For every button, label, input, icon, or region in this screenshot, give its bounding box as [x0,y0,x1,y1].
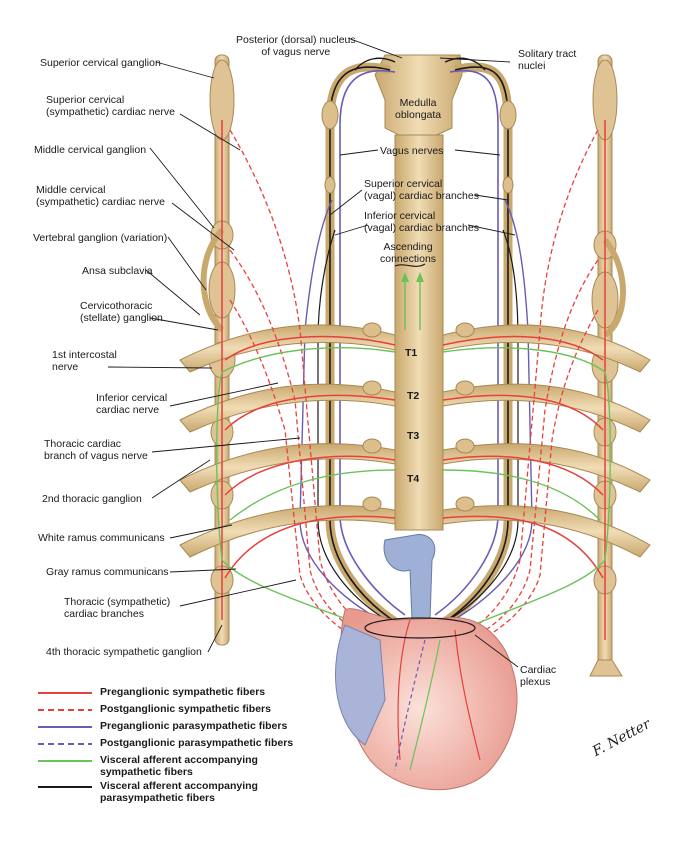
label-superior-cervical-vagal: Superior cervical (vagal) cardiac branch… [364,178,479,202]
label-middle-cervical-ganglion: Middle cervical ganglion [34,144,147,156]
label-cardiac-plexus: Cardiac plexus [520,664,557,688]
label-thoracic-cardiac-branch-vagus: Thoracic cardiac branch of vagus nerve [44,438,148,462]
label-vertebral-ganglion: Vertebral ganglion (variation) [33,232,168,244]
legend-swatch-postganglionic-sympathetic [38,709,92,711]
label-superior-cervical-ganglion: Superior cervical ganglion [40,57,161,69]
label-vagus-nerves: Vagus nerves [380,145,444,157]
label-superior-cervical-cardiac-nerve: Superior cervical (sympathetic) cardiac … [46,94,175,118]
legend-item: Postganglionic sympathetic fibers [38,703,338,720]
leader-lines [107,37,519,668]
visceral-afferent-sympathetic [216,280,611,641]
label-fourth-thoracic-ganglion: 4th thoracic sympathetic ganglion [46,646,202,658]
legend-swatch-visceral-afferent-parasympathetic [38,786,92,788]
label-inferior-cervical-vagal: Inferior cervical (vagal) cardiac branch… [364,210,479,234]
legend-label: Preganglionic parasympathetic fibers [100,720,288,732]
heart [335,534,518,791]
label-t1: T1 [405,347,418,359]
legend-item: Postganglionic parasympathetic fibers [38,737,338,754]
spinal-ganglia [362,322,475,512]
spinal-cord [374,54,463,531]
label-thoracic-sympathetic-branches: Thoracic (sympathetic) cardiac branches [64,596,171,620]
legend-swatch-preganglionic-sympathetic [38,692,92,694]
ascending-arrows [401,272,424,282]
label-ascending-connections: Ascending connections [380,241,437,265]
label-cervicothoracic-ganglion: Cervicothoracic (stellate) ganglion [80,300,163,324]
label-gray-ramus: Gray ramus communicans [46,566,169,578]
label-white-ramus: White ramus communicans [38,532,165,544]
left-sympathetic-trunk [200,54,236,646]
vagus-ganglia [321,100,517,194]
preganglionic-sympathetic-fibers [221,120,606,640]
legend-item: Visceral afferent accompanying parasympa… [38,780,338,806]
label-t4: T4 [407,473,420,485]
label-middle-cervical-cardiac-nerve: Middle cervical (sympathetic) cardiac ne… [36,184,165,208]
label-solitary-tract: Solitary tract nuclei [518,48,577,72]
legend-label: Visceral afferent accompanying parasympa… [100,780,258,804]
label-second-thoracic-ganglion: 2nd thoracic ganglion [42,493,142,505]
legend-label: Postganglionic sympathetic fibers [100,703,271,715]
label-posterior-nucleus: Posterior (dorsal) nucleus of vagus nerv… [236,34,356,58]
legend-item: Preganglionic sympathetic fibers [38,686,338,703]
label-inferior-cervical-cardiac-nerve: Inferior cervical cardiac nerve [96,392,168,416]
label-ansa-subclavia: Ansa subclavia [82,265,153,277]
label-first-intercostal-nerve: 1st intercostal nerve [52,349,117,373]
label-t2: T2 [407,390,420,402]
legend-swatch-postganglionic-parasympathetic [38,743,92,745]
legend-item: Preganglionic parasympathetic fibers [38,720,338,737]
legend-label: Visceral afferent accompanying sympathet… [100,754,258,778]
legend-swatch-preganglionic-parasympathetic [38,726,92,728]
label-t3: T3 [407,430,420,442]
legend-label: Postganglionic parasympathetic fibers [100,737,294,749]
tilde-mark [394,263,426,267]
medulla-arrows [354,57,486,71]
legend: Preganglionic sympathetic fibers Postgan… [38,686,338,806]
spinal-cord-column [394,134,444,531]
legend-label: Preganglionic sympathetic fibers [100,686,266,698]
label-medulla: Medulla oblongata [395,97,442,121]
legend-item: Visceral afferent accompanying sympathet… [38,754,338,780]
legend-swatch-visceral-afferent-sympathetic [38,760,92,762]
